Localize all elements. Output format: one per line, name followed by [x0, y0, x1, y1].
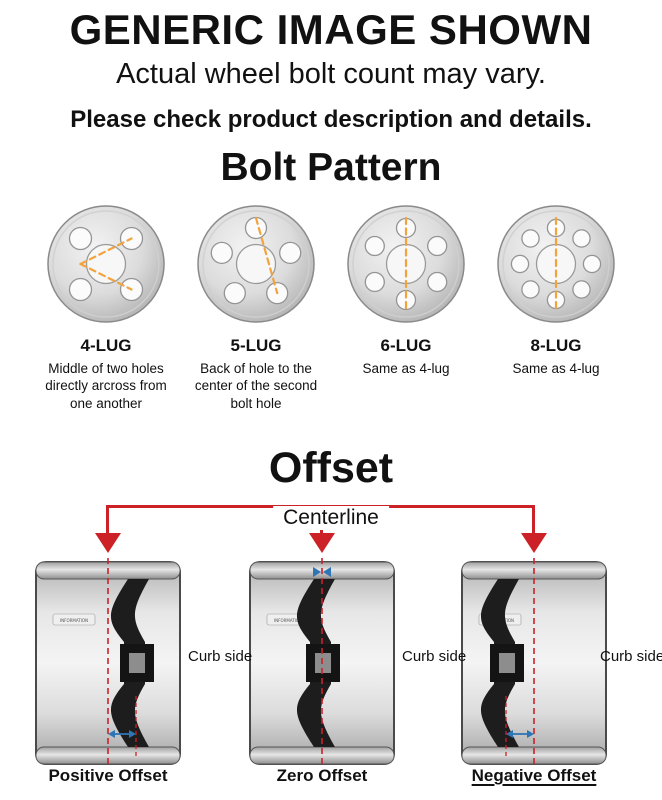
- offset-title: Offset: [268, 444, 394, 492]
- centerline-arrow-icon: [309, 533, 335, 553]
- subtitle: Actual wheel bolt count may vary.: [116, 58, 546, 90]
- bolt-pattern-row: 4-LUG Middle of two holes directly arcro…: [0, 202, 662, 412]
- bolt-pattern-title: Bolt Pattern: [220, 146, 442, 189]
- svg-text:INFORMATION: INFORMATION: [274, 618, 302, 623]
- bolt-pattern-item-6lug: 6-LUG Same as 4-lug: [335, 202, 477, 412]
- bolt-pattern-item-5lug: 5-LUG Back of hole to the center of the …: [185, 202, 327, 412]
- bolt-pattern-item-4lug: 4-LUG Middle of two holes directly arcro…: [35, 202, 177, 412]
- centerline-stub: [106, 505, 109, 533]
- wheel-cross-section-zero: INFORMATION: [247, 558, 397, 768]
- lug-description: Back of hole to the center of the second…: [194, 361, 318, 411]
- centerline-label: Centerline: [273, 506, 389, 530]
- curb-side-label: Curb side: [188, 648, 253, 665]
- bolt-pattern-item-8lug: 8-LUG Same as 4-lug: [485, 202, 627, 412]
- svg-text:INFORMATION: INFORMATION: [60, 618, 88, 623]
- lug-description: Middle of two holes directly arcross fro…: [45, 361, 167, 411]
- offset-type-label-zero: Zero Offset: [276, 766, 368, 785]
- centerline-arrow-icon: [521, 533, 547, 553]
- lug-description: Same as 4-lug: [362, 361, 450, 376]
- offset-type-label-negative: Negative Offset: [471, 766, 597, 785]
- curb-side-label: Curb side: [402, 648, 467, 665]
- lug-count-label: 5-LUG: [230, 336, 282, 355]
- curb-side-label: Curb side: [600, 648, 662, 665]
- wheel-hub-4lug-diagram: [44, 202, 168, 326]
- wheel-hub-5lug-diagram: [194, 202, 318, 326]
- offset-type-label-positive: Positive Offset: [48, 766, 168, 785]
- page-title: GENERIC IMAGE SHOWN: [69, 6, 593, 53]
- lug-count-label: 8-LUG: [530, 336, 582, 355]
- disclaimer-note: Please check product description and det…: [70, 106, 592, 133]
- lug-description: Same as 4-lug: [512, 361, 600, 376]
- wheel-hub-8lug-diagram: [494, 202, 618, 326]
- wheel-cross-section-negative: INFORMATION: [459, 558, 609, 768]
- centerline-stub: [532, 505, 535, 533]
- lug-count-label: 6-LUG: [380, 336, 432, 355]
- wheel-hub-6lug-diagram: [344, 202, 468, 326]
- wheel-cross-section-positive: INFORMATION: [33, 558, 183, 768]
- lug-count-label: 4-LUG: [80, 336, 132, 355]
- centerline-arrow-icon: [95, 533, 121, 553]
